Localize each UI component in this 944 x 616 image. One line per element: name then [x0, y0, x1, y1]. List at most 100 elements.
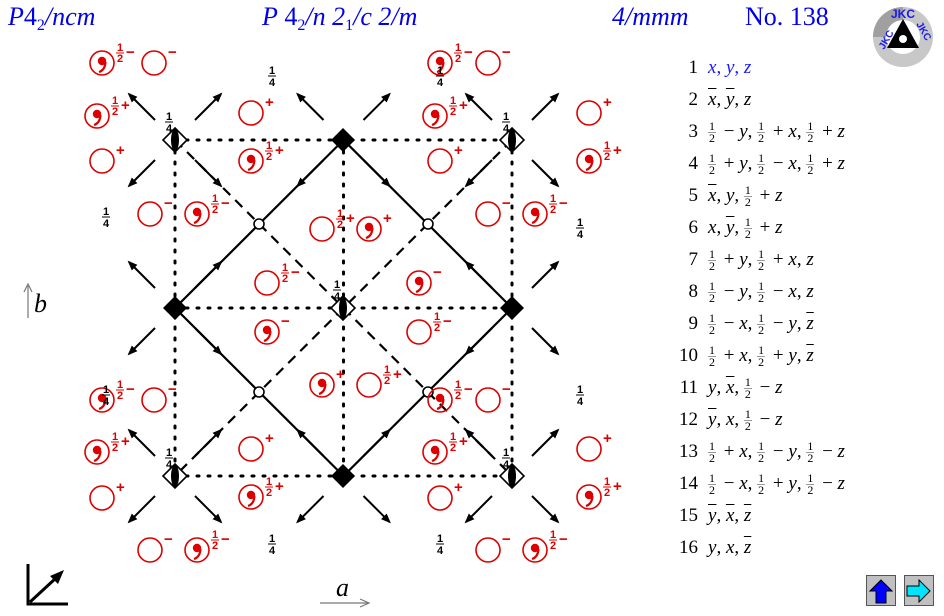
- svg-text:+: +: [265, 430, 274, 447]
- filled-diamond-icon: [331, 464, 355, 488]
- position-marker: 12+: [356, 364, 402, 398]
- svg-text:+: +: [393, 366, 402, 383]
- a-axis: a: [320, 573, 380, 613]
- screw-axis-diamond-icon: [498, 126, 526, 154]
- svg-text:−: −: [502, 381, 511, 398]
- quarter-height-label: 14: [102, 206, 110, 230]
- svg-text:1: 1: [266, 140, 272, 152]
- position-marker: 12−: [89, 379, 135, 413]
- svg-text:2: 2: [455, 390, 461, 402]
- b-axis-arrow-icon: b: [23, 282, 47, 318]
- svg-text:1: 1: [437, 533, 443, 545]
- symbol-part: /n 2: [305, 2, 346, 31]
- quarter-height-label: 14: [268, 65, 276, 89]
- position-marker: +: [89, 142, 125, 174]
- position-marker: +: [356, 210, 392, 242]
- svg-text:a: a: [336, 574, 349, 602]
- position-marker: 12+: [84, 95, 130, 129]
- operation-number: 9: [688, 313, 699, 334]
- general-positions: 12−−12++−12−+12+12++12−−−12−+12+12−−12++…: [84, 42, 622, 563]
- origin-axes-icon: [26, 564, 68, 606]
- svg-text:−: −: [502, 195, 511, 212]
- svg-text:JKC: JKC: [891, 7, 915, 21]
- svg-text:2: 2: [266, 487, 272, 499]
- svg-text:1: 1: [455, 379, 461, 391]
- position-marker: +: [427, 479, 463, 511]
- position-marker: 12−: [522, 529, 568, 563]
- svg-text:1: 1: [577, 384, 583, 396]
- svg-text:2: 2: [550, 540, 556, 552]
- svg-text:+: +: [603, 430, 612, 447]
- space-group-number: No. 138: [745, 2, 829, 31]
- svg-text:1: 1: [334, 279, 340, 291]
- svg-text:−: −: [168, 381, 177, 398]
- next-button[interactable]: [904, 575, 934, 606]
- svg-text:1: 1: [604, 476, 610, 488]
- svg-text:−: −: [164, 195, 173, 212]
- position-marker: 12−: [184, 529, 230, 563]
- quarter-height-label: 14: [102, 384, 110, 408]
- position-marker: +: [427, 142, 463, 174]
- svg-text:−: −: [126, 381, 135, 398]
- svg-text:1: 1: [117, 379, 123, 391]
- svg-text:2: 2: [282, 273, 288, 285]
- svg-text:1: 1: [550, 529, 556, 541]
- svg-text:2: 2: [604, 487, 610, 499]
- svg-text:4: 4: [269, 545, 276, 557]
- svg-text:+: +: [275, 478, 284, 495]
- quarter-height-label: 14: [165, 447, 173, 471]
- svg-text:+: +: [454, 142, 463, 159]
- svg-text:−: −: [464, 381, 473, 398]
- position-marker: 12+: [238, 140, 284, 174]
- up-arrow-icon: [869, 578, 893, 603]
- svg-text:−: −: [126, 44, 135, 61]
- operation-number: 5: [688, 185, 699, 206]
- position-marker: +: [576, 430, 612, 462]
- svg-text:−: −: [502, 44, 511, 61]
- svg-text:1: 1: [550, 193, 556, 205]
- svg-text:+: +: [459, 433, 468, 450]
- position-marker: 12−: [406, 311, 452, 345]
- b-axis: b: [22, 282, 62, 327]
- svg-text:−: −: [464, 44, 473, 61]
- svg-text:2: 2: [117, 53, 123, 65]
- svg-text:4: 4: [577, 229, 584, 241]
- position-marker: −: [137, 531, 173, 563]
- quarter-height-label: 14: [436, 533, 444, 557]
- svg-text:1: 1: [112, 431, 118, 443]
- position-marker: 12−: [427, 379, 473, 413]
- operation-number: 16: [679, 537, 698, 558]
- svg-text:1: 1: [434, 311, 440, 323]
- screw-subscript: 1: [345, 17, 354, 34]
- jkc-logo[interactable]: JKC JKC JKC: [872, 6, 934, 68]
- svg-text:−: −: [443, 313, 452, 330]
- svg-text:2: 2: [117, 390, 123, 402]
- svg-text:+: +: [613, 142, 622, 159]
- position-marker: 12−: [89, 42, 135, 76]
- screw-axis-diamond-icon: [329, 294, 357, 322]
- quarter-height-label: 14: [502, 447, 510, 471]
- operation-number: 14: [679, 473, 698, 494]
- up-button[interactable]: [866, 575, 896, 606]
- svg-text:1: 1: [384, 364, 390, 376]
- svg-text:2: 2: [337, 219, 343, 231]
- svg-text:2: 2: [266, 151, 272, 163]
- svg-text:1: 1: [455, 42, 461, 54]
- svg-text:−: −: [559, 531, 568, 548]
- svg-text:1: 1: [577, 217, 583, 229]
- svg-text:4: 4: [166, 459, 173, 471]
- screw-axis-diamond-icon: [161, 462, 189, 490]
- position-marker: 12+: [576, 140, 622, 174]
- operation-expression: y, x, z: [708, 505, 752, 526]
- svg-text:1: 1: [604, 140, 610, 152]
- svg-text:+: +: [121, 97, 130, 114]
